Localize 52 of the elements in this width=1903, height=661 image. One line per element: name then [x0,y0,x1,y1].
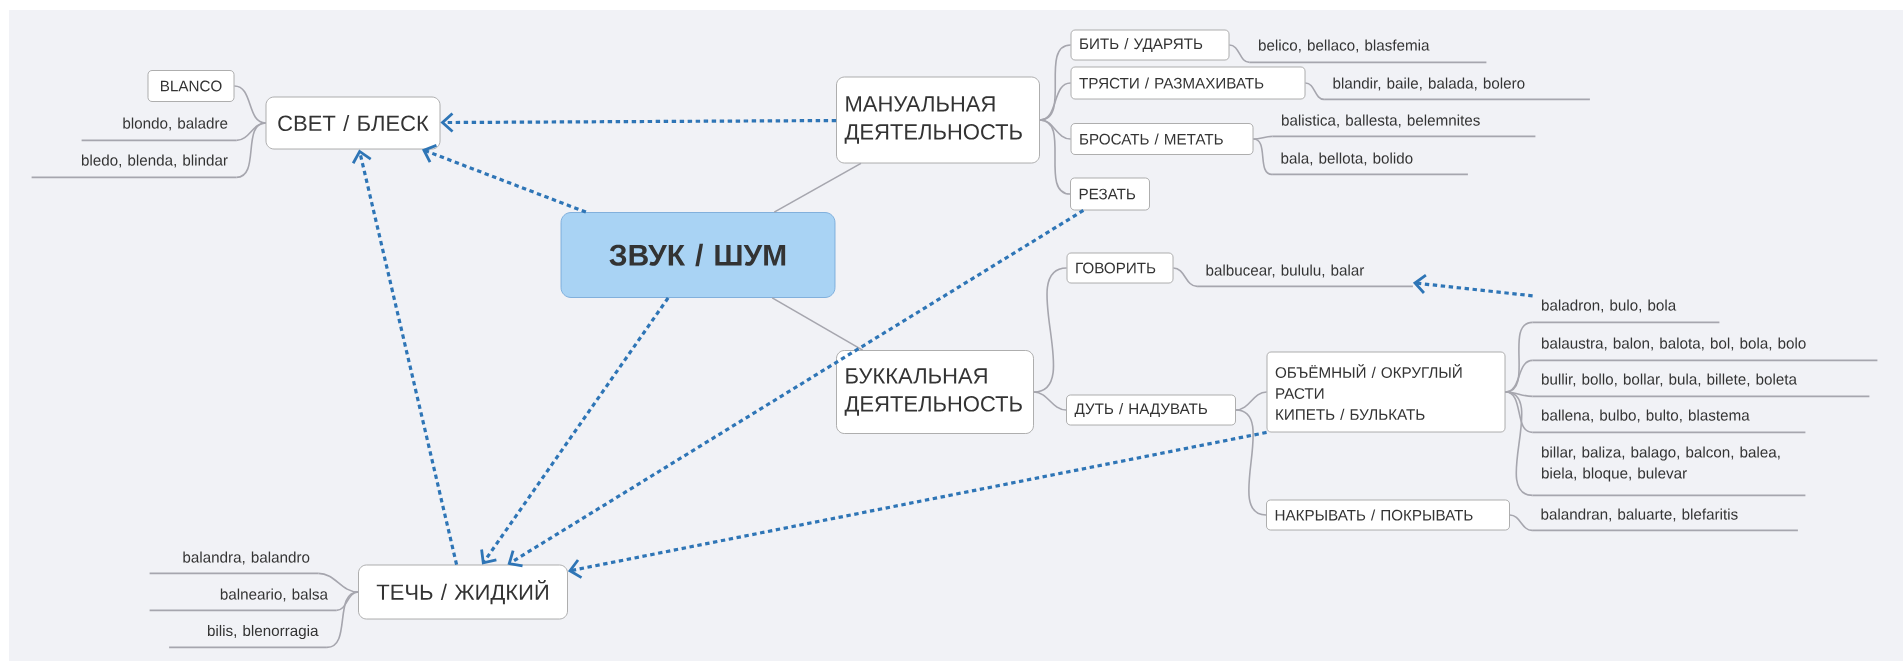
subtopic-box: ГОВОРИТЬ [1066,252,1174,284]
underlined-label: balistica, ballesta, belemnites [1271,114,1537,138]
underlined-label: bullir, bollo, bollar, bula, billete, boleta [1531,373,1871,398]
branch-line [326,591,359,649]
branch-line [1304,82,1325,101]
underlined-label: billar, baliza, balago, balcon, balea, biela, bloque, bulevar [1531,446,1807,497]
underlined-label: blandir, baile, balada, bolero [1323,77,1591,101]
branch-line [773,162,862,213]
dotted-arrow [507,209,1085,568]
branch-line [1235,409,1267,516]
underlined-label: baladron, bulo, bola [1531,299,1721,324]
underlined-label: balandra, balandro [148,551,320,575]
underlined-label: blondo, baladre [80,117,238,142]
underlined-label: belico, bellaco, blasfemia [1248,39,1488,64]
underlined-label: bledo, blenda, blindar [30,154,238,179]
dotted-arrow [567,430,1267,579]
dotted-arrow [1412,274,1533,298]
branch-line [1228,44,1251,64]
topic-box: МАНУАЛЬНАЯ ДЕЯТЕЛЬНОСТЬ [836,76,1040,164]
topic-box: СВЕТ / БЛЕСК [265,96,441,150]
branch-line [235,122,267,179]
dotted-arrow [480,297,670,565]
branch-line [317,572,359,593]
subtopic-box: ОБЪЁМНЫЙ / ОКРУГЛЫЙ РАСТИ КИПЕТЬ / БУЛЬКАТЬ [1266,351,1506,433]
subtopic-box: БИТЬ / УДАРЯТЬ [1070,29,1230,61]
branch-line [771,297,864,351]
underlined-label: ballena, bulbo, bulto, blastema [1531,409,1807,434]
topic-box: ТЕЧЬ / ЖИДКИЙ [358,564,568,620]
subtopic-box: РЕЗАТЬ [1070,177,1150,211]
underlined-label: balaustra, balon, balota, bol, bola, bolo [1531,337,1879,362]
branch-line [1509,514,1533,532]
topic-box: БУККАЛЬНАЯ ДЕЯТЕЛЬНОСТЬ [836,350,1034,434]
branch-line [1033,267,1068,393]
underlined-label: balbucear, bululu, balar [1196,264,1414,288]
underlined-label: bilis, blenorragia [168,624,328,649]
central-topic-box: ЗВУК / ШУМ [560,212,836,298]
subtopic-box: НАКРЫВАТЬ / ПОКРЫВАТЬ [1266,499,1510,531]
underlined-label: balandran, baluarte, blefaritis [1531,508,1799,532]
subtopic-box: ТРЯСТИ / РАЗМАХИВАТЬ [1070,66,1306,100]
branch-line [1504,391,1534,497]
subtopic-box: ДУТЬ / НАДУВАТЬ [1066,394,1236,426]
subtopic-box: BLANCO [147,70,235,102]
dotted-arrow [440,112,837,133]
underlined-label: bala, bellota, bolido [1271,152,1469,176]
dotted-arrow [421,144,587,214]
subtopic-box: БРОСАТЬ / МЕТАТЬ [1070,123,1254,155]
branch-line [1252,138,1273,176]
dotted-arrow [351,149,459,565]
underlined-label: balneario, balsa [148,588,338,612]
branch-line [1039,119,1071,195]
branch-line [1172,267,1198,288]
branch-line [1033,391,1067,411]
